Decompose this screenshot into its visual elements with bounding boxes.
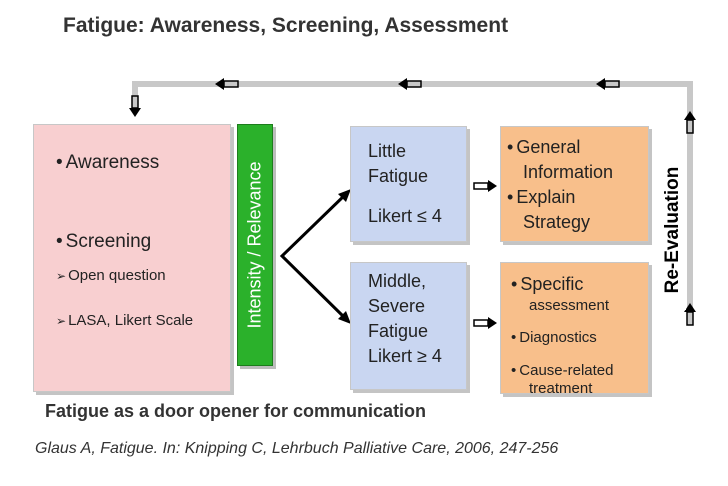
- severe-fatigue-line3: Fatigue: [368, 321, 429, 341]
- specific-assessment-line2: assessment: [529, 297, 610, 314]
- severe-fatigue-box: Middle, Severe Fatigue Likert ≥ 4: [350, 262, 467, 390]
- branch-arrowhead-top: [338, 189, 351, 202]
- little-fatigue-line2: Fatigue: [368, 166, 429, 186]
- explain-strategy-bullet: Explain: [507, 185, 575, 210]
- explain-strategy-line2: Strategy: [523, 212, 591, 232]
- branch-line: [279, 191, 349, 322]
- reevaluation-label: Re-Evaluation: [662, 166, 683, 294]
- cause-related-line2: treatment: [529, 380, 593, 397]
- awareness-screening-box: Awareness Screening Open question LASA, …: [33, 124, 231, 392]
- severe-fatigue-line1: Middle,: [368, 271, 427, 291]
- loop-left-arrow-icon: [398, 78, 422, 90]
- general-information-line2: Information: [523, 162, 614, 182]
- severe-fatigue-likert: Likert ≥ 4: [368, 346, 442, 366]
- severe-fatigue-line2: Severe: [368, 296, 426, 316]
- right-arrow-icon: [473, 180, 497, 192]
- footer-headline: Fatigue as a door opener for communicati…: [45, 401, 427, 421]
- loop-up-arrow-icon: [684, 303, 696, 326]
- intensity-relevance-bar: Intensity / Relevance: [237, 124, 273, 366]
- right-arrow-icon: [473, 317, 497, 329]
- general-information-bullet: General: [507, 135, 580, 160]
- loop-left-arrow-icon: [215, 78, 239, 90]
- loop-down-arrow-icon: [129, 95, 141, 117]
- lasa-item: LASA, Likert Scale: [56, 308, 193, 334]
- loop-left-arrow-icon: [596, 78, 620, 90]
- intensity-relevance-label: Intensity / Relevance: [244, 161, 265, 329]
- little-fatigue-box: Little Fatigue Likert ≤ 4: [350, 126, 467, 242]
- branch-arrowhead-bottom: [338, 311, 351, 324]
- reevaluation-label-box: Re-Evaluation: [660, 150, 686, 310]
- general-information-box: General Information Explain Strategy: [500, 126, 649, 242]
- citation: Glaus A, Fatigue. In: Knipping C, Lehrbu…: [35, 440, 559, 457]
- page-title: Fatigue: Awareness, Screening, Assessmen…: [63, 14, 509, 37]
- little-fatigue-likert: Likert ≤ 4: [368, 206, 442, 226]
- cause-related-bullet: Cause-related: [511, 358, 613, 383]
- loop-up-arrow-icon: [684, 111, 696, 134]
- little-fatigue-line1: Little: [368, 141, 407, 161]
- screening-bullet: Screening: [56, 229, 152, 254]
- specific-assessment-box: Specific assessment Diagnostics Cause-re…: [500, 262, 649, 397]
- reevaluation-loop-line: [132, 81, 693, 325]
- awareness-bullet: Awareness: [56, 150, 160, 175]
- specific-assessment-bullet: Specific: [511, 272, 583, 297]
- diagnostics-bullet: Diagnostics: [511, 325, 597, 350]
- open-question-item: Open question: [56, 263, 166, 289]
